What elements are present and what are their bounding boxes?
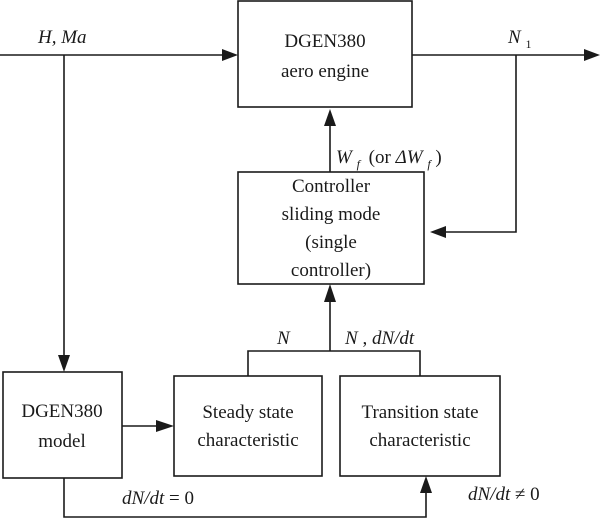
controller-box: Controller sliding mode (single controll… <box>237 171 425 285</box>
controller-box-frame <box>237 171 425 285</box>
fuel-flow-w: W <box>336 147 354 168</box>
feedback-ndn-sep: , <box>362 328 372 349</box>
controller-box-line4: controller) <box>291 260 371 281</box>
model-to-transition-arrowhead <box>420 476 432 493</box>
fuel-flow-dw-subscript: f <box>427 157 432 171</box>
fuel-flow-w-subscript: f <box>357 157 362 171</box>
characteristics-to-controller-arrowhead <box>324 284 336 302</box>
controller-box-line3: (single <box>305 232 357 253</box>
controller-box-line1: Controller <box>292 176 371 197</box>
fuel-command-arrowhead <box>324 109 336 126</box>
model-box-line1: DGEN380 <box>21 401 102 422</box>
fuel-flow-label: W f (or ΔW f ) <box>336 147 442 173</box>
characteristics-merge-line <box>247 350 421 376</box>
condition-not-equal-label: dN/dt ≠ 0 <box>468 484 540 505</box>
inputs-label: H, Ma <box>37 27 87 48</box>
model-to-steady-arrowhead <box>156 420 174 432</box>
feedback-ndn-n: N <box>344 328 359 349</box>
fuel-flow-mid: (or <box>369 147 396 168</box>
condition-equal-lhs: dN/dt <box>122 488 165 509</box>
model-to-transition-bottom-line <box>63 478 427 518</box>
steady-state-box-line2: characteristic <box>197 430 298 451</box>
transition-state-box: Transition state characteristic <box>339 375 501 477</box>
input-to-model-arrowhead <box>58 355 70 372</box>
condition-not-equal-lhs: dN/dt <box>468 484 511 505</box>
speed-feedback-line <box>444 55 517 233</box>
model-box-line2: model <box>38 431 86 452</box>
output-label: N 1 <box>507 27 531 51</box>
input-arrowhead <box>222 49 238 61</box>
condition-equal-label: dN/dt = 0 <box>122 488 194 509</box>
feedback-n-label: N <box>276 328 291 349</box>
engine-box-line2: aero engine <box>281 61 369 82</box>
engine-box-line1: DGEN380 <box>284 31 365 52</box>
engine-box-frame <box>237 0 413 108</box>
model-box-frame <box>2 371 123 479</box>
steady-state-box: Steady state characteristic <box>173 375 323 477</box>
condition-not-equal-rhs: ≠ 0 <box>515 484 540 505</box>
fuel-flow-dw: ΔW <box>395 147 425 168</box>
transition-state-box-frame <box>339 375 501 477</box>
feedback-ndn-label: N , dN/dt <box>344 328 415 349</box>
feedback-ndn-dndt: dN/dt <box>372 328 415 349</box>
output-label-subscript: 1 <box>525 37 531 51</box>
steady-state-box-line1: Steady state <box>202 402 293 423</box>
controller-box-line2: sliding mode <box>282 204 381 225</box>
fuel-flow-close: ) <box>435 147 441 168</box>
transition-state-box-line1: Transition state <box>362 402 479 423</box>
condition-equal-rhs: = 0 <box>169 488 194 509</box>
output-arrowhead <box>584 49 600 61</box>
speed-feedback-arrowhead <box>430 226 446 238</box>
transition-state-box-line2: characteristic <box>369 430 470 451</box>
output-label-main: N <box>507 27 522 48</box>
steady-state-box-frame <box>173 375 323 477</box>
model-box: DGEN380 model <box>2 371 123 479</box>
engine-box: DGEN380 aero engine <box>237 0 413 108</box>
